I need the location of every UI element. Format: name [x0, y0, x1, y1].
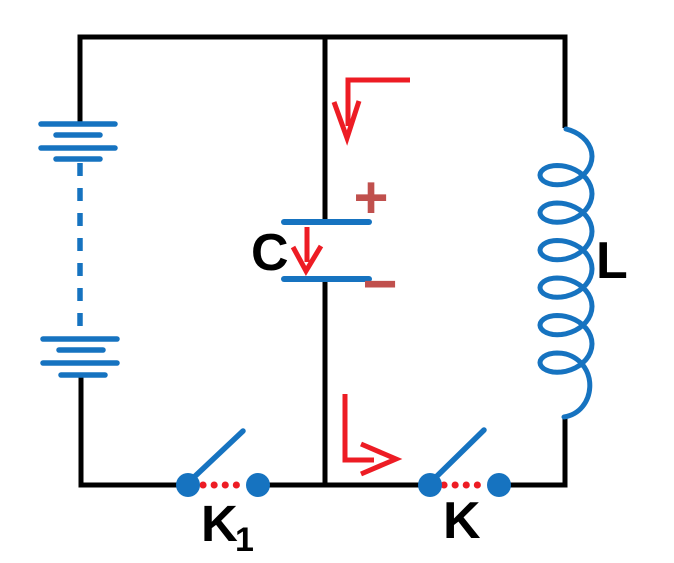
switch-k1-contact-left: [176, 473, 200, 497]
capacitor-minus-sign: −: [362, 250, 397, 317]
capacitor-discharge-arrow-head: [290, 244, 324, 277]
wire-left-lower: [78, 374, 190, 488]
capacitor-discharge-arrow: [290, 227, 324, 277]
switch-k: [418, 427, 511, 497]
capacitor-plus-sign: +: [353, 164, 388, 231]
inductor-coil: [537, 126, 595, 420]
switch-k1: [176, 428, 270, 497]
wire-bottom-right: [497, 415, 568, 488]
switch-k1-label-base: K: [201, 495, 238, 552]
current-arrow-top-shaft: [345, 77, 410, 126]
current-arrow-top-head: [331, 100, 362, 146]
switch-k-lever: [430, 427, 487, 483]
current-arrow-bottom-head: [360, 441, 403, 477]
current-arrow-bottom-shaft: [342, 394, 374, 463]
switch-k1-lever: [188, 428, 246, 483]
inductor-label: L: [596, 232, 628, 290]
battery: [38, 121, 120, 378]
capacitor-label: C: [251, 224, 289, 282]
switch-k-label: K: [443, 492, 481, 550]
capacitor: [281, 219, 372, 282]
switch-k-contact-right: [487, 473, 511, 497]
switch-k-contact-left: [418, 473, 442, 497]
switch-k1-label-sub: 1: [235, 521, 254, 559]
switch-k1-label: K 1: [201, 495, 254, 559]
switch-k1-contact-right: [246, 473, 270, 497]
current-arrow-top: [331, 77, 410, 146]
current-arrow-bottom: [342, 394, 403, 477]
